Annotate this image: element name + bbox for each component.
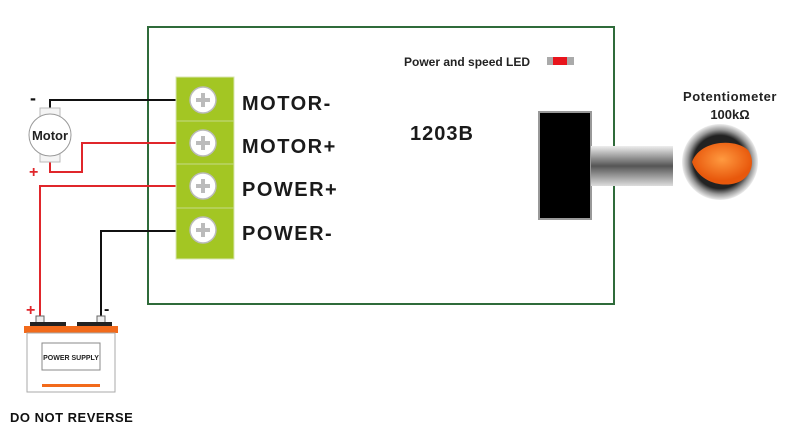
potentiometer-title: Potentiometer	[683, 89, 777, 104]
wires	[39, 99, 178, 318]
motor-label: Motor	[32, 128, 68, 143]
battery-label: POWER SUPPLY	[43, 355, 99, 362]
motor-plus-sign: +	[29, 164, 38, 181]
terminal-block	[175, 76, 235, 260]
battery-plus-sign: +	[26, 302, 35, 319]
warning-text: DO NOT REVERSE	[10, 410, 133, 425]
terminal-label-motor-minus: MOTOR-	[242, 93, 332, 115]
battery-minus-sign: -	[104, 301, 109, 318]
potentiometer-value: 100kΩ	[710, 107, 749, 122]
led-label: Power and speed LED	[404, 55, 530, 69]
motor-positive-wire	[49, 142, 178, 173]
led-icon	[547, 57, 574, 65]
terminal-label-power-minus: POWER-	[242, 223, 333, 245]
battery-icon	[24, 315, 118, 393]
potentiometer-icon	[538, 111, 758, 220]
board-model: 1203B	[410, 123, 474, 145]
terminal-label-power-plus: POWER+	[242, 179, 338, 201]
power-negative-wire	[100, 230, 178, 318]
terminal-label-motor-plus: MOTOR+	[242, 136, 337, 158]
motor-icon	[28, 107, 72, 163]
power-positive-wire	[39, 185, 178, 318]
motor-minus-sign: -	[30, 88, 36, 108]
motor-negative-wire	[49, 99, 178, 110]
